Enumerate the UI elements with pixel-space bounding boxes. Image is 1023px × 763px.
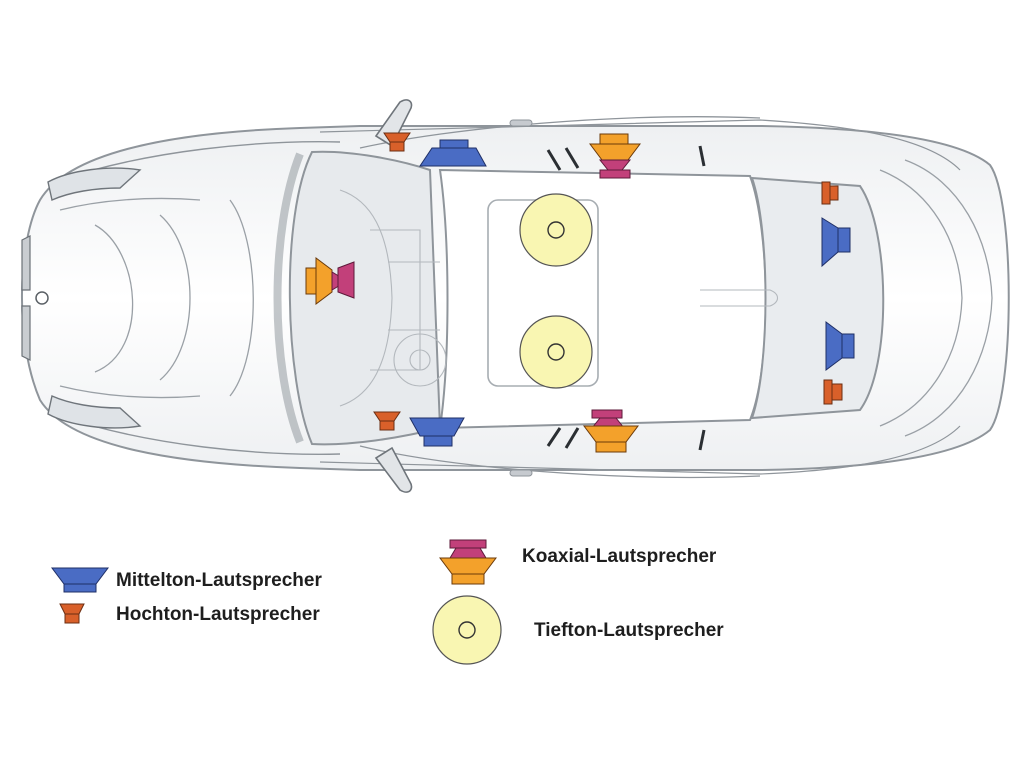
door-handles [509, 119, 533, 477]
midrange-front-left [419, 139, 487, 167]
legend-tweeter-icon [59, 603, 85, 624]
coaxial-center [305, 257, 355, 305]
legend-tweeter-label: Hochton-Lautsprecher [116, 604, 320, 625]
legend-woofer-label: Tiefton-Lautsprecher [534, 620, 724, 641]
legend-coaxial-icon [439, 539, 497, 585]
hood [59, 197, 254, 399]
legend-woofer-icon [432, 595, 502, 665]
tweeter-front-left [383, 132, 411, 152]
legend-midrange-label: Mittelton-Lautsprecher [116, 570, 322, 591]
woofer-rear [519, 315, 593, 389]
headlights [47, 167, 142, 429]
front-grille [21, 235, 49, 361]
midrange-rear-top [821, 217, 851, 268]
woofer-front [519, 193, 593, 267]
coaxial-rear-left [589, 133, 641, 179]
legend-coaxial-label: Koaxial-Lautsprecher [522, 546, 717, 567]
midrange-rear-bottom [825, 321, 855, 371]
tweeter-rear-top [821, 181, 839, 205]
coaxial-rear-right [583, 409, 639, 453]
tweeter-rear-bottom [823, 379, 843, 405]
rear-window [750, 176, 885, 420]
b-pillars [546, 145, 706, 451]
trunk [879, 159, 993, 437]
tweeter-front-right [373, 411, 401, 431]
legend-midrange-icon [51, 567, 109, 593]
midrange-front-right [409, 417, 465, 447]
windshield [288, 150, 442, 446]
dashboard [339, 189, 779, 407]
